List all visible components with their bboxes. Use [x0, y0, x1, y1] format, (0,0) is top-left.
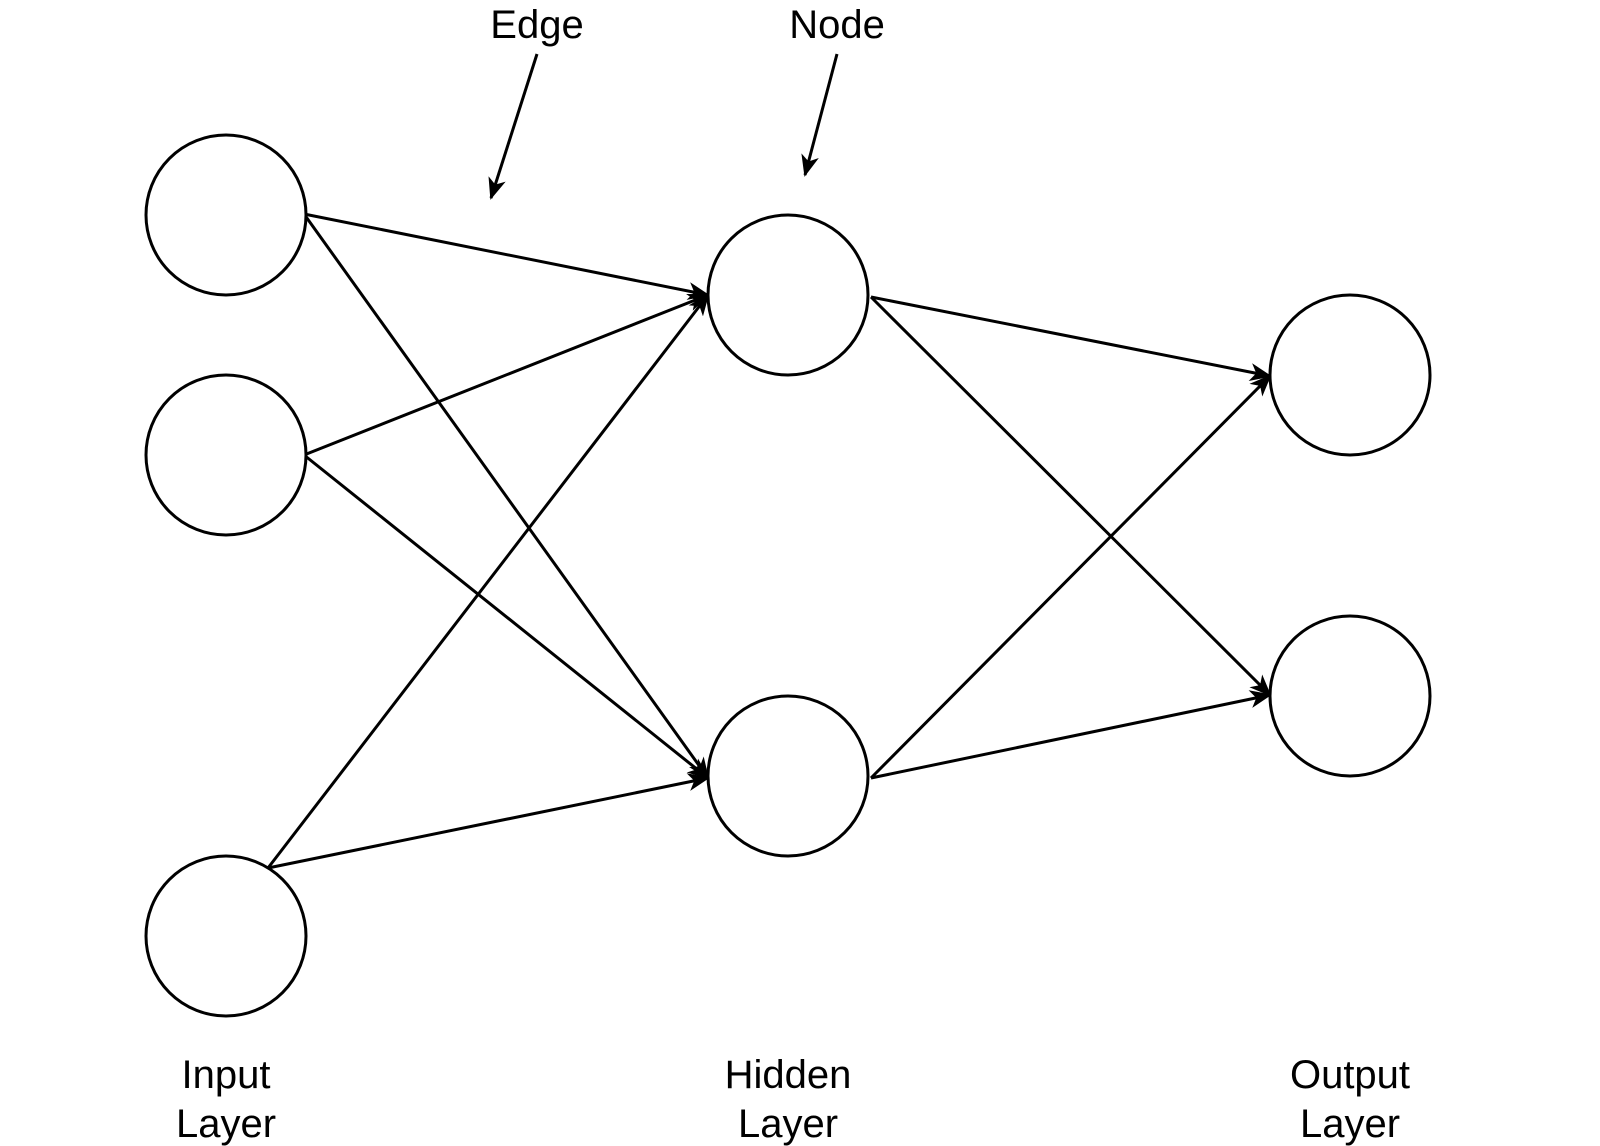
edge-input3-hidden2	[267, 773, 710, 870]
hidden-layer-label-line1: Hidden	[725, 1053, 852, 1097]
edge-input2-hidden2	[303, 453, 710, 780]
input-node-2	[144, 373, 308, 537]
edge-pointer-arrow	[488, 53, 539, 200]
edge-input1-hidden1	[303, 212, 710, 300]
edge-hidden1-output2	[869, 295, 1272, 697]
input-layer-label-line2: Layer	[176, 1102, 276, 1146]
hidden-node-1	[706, 213, 870, 377]
edge-annotation-label: Edge	[490, 3, 583, 47]
edge-hidden2-output2	[870, 690, 1272, 780]
edge-hidden1-output1	[870, 295, 1272, 381]
node-annotation-label: Node	[789, 3, 885, 47]
edge-input1-hidden2	[302, 213, 710, 780]
hidden-layer-label-line2: Layer	[738, 1102, 838, 1146]
edge-hidden2-output1	[869, 374, 1272, 780]
input-node-1	[144, 133, 308, 297]
output-layer-label-line1: Output	[1290, 1053, 1410, 1097]
input-layer-label-line1: Input	[182, 1053, 271, 1097]
edge-input3-hidden1	[266, 293, 710, 869]
output-node-1	[1268, 293, 1432, 457]
output-layer-label-line2: Layer	[1300, 1102, 1400, 1146]
input-node-3	[144, 854, 308, 1018]
hidden-node-2	[706, 694, 870, 858]
node-pointer-arrow	[801, 53, 839, 177]
output-node-2	[1268, 614, 1432, 778]
edge-input2-hidden1	[303, 293, 710, 457]
